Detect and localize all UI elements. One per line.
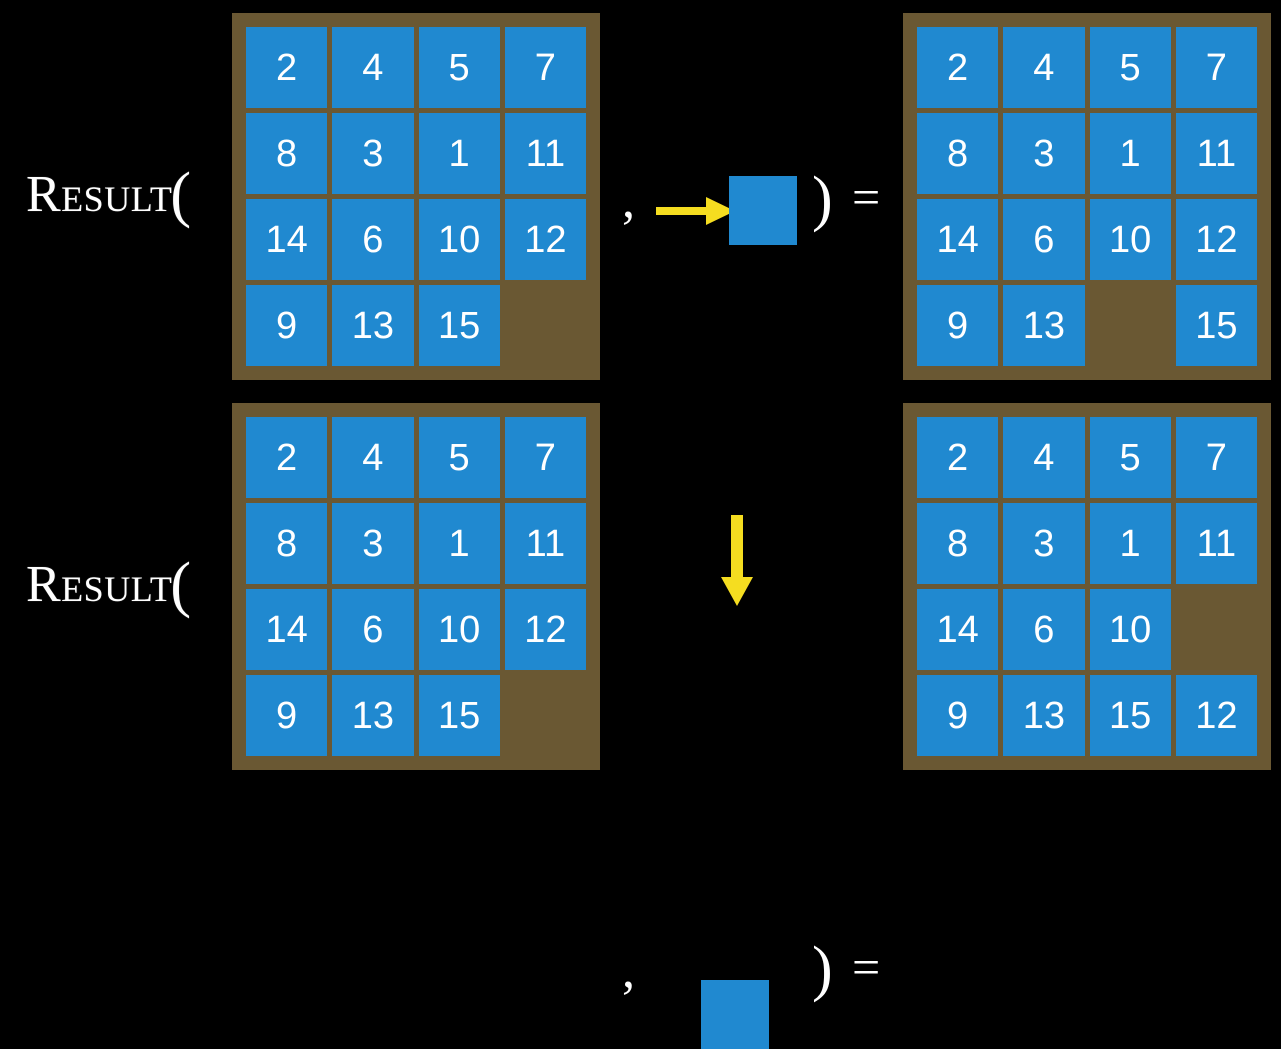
tile: 3 (1003, 113, 1085, 194)
tile: 9 (917, 285, 999, 366)
tile: 6 (1003, 199, 1085, 280)
tile: 3 (332, 113, 414, 194)
output-board-right-move: 2 4 5 7 8 3 1 11 14 6 10 12 9 13 15 (903, 13, 1271, 380)
result-function-label: Result( (26, 554, 192, 616)
equals-sign: = (852, 169, 881, 225)
operator-region-right-move: , ) = (600, 0, 903, 390)
tile: 4 (332, 417, 414, 498)
tile: 11 (1175, 503, 1257, 584)
tile: 13 (1003, 675, 1085, 756)
tile: 1 (1089, 503, 1171, 584)
tile: 13 (1003, 285, 1085, 366)
tile: 15 (418, 675, 500, 756)
tile: 11 (1175, 113, 1257, 194)
tile: 5 (418, 27, 500, 108)
argument-separator-comma: , (622, 942, 635, 999)
tile: 12 (1175, 199, 1257, 280)
tile: 5 (1089, 417, 1171, 498)
input-board-right-move: 2 4 5 7 8 3 1 11 14 6 10 12 9 13 15 (232, 13, 600, 380)
tile: 8 (246, 503, 328, 584)
tile: 6 (332, 589, 414, 670)
tile: 2 (917, 27, 999, 108)
tile: 1 (418, 503, 500, 584)
tile: 14 (917, 199, 999, 280)
argument-separator-comma: , (622, 172, 635, 229)
open-paren: ( (170, 161, 192, 229)
close-paren: ) (812, 935, 833, 1003)
arrow-down-icon (720, 515, 754, 607)
tile: 13 (332, 675, 414, 756)
tile: 2 (246, 27, 328, 108)
result-function-name: Result (26, 166, 173, 223)
output-board-down-move: 2 4 5 7 8 3 1 11 14 6 10 9 13 15 12 (903, 403, 1271, 770)
moving-tile-down (701, 980, 769, 1049)
tile: 10 (1089, 589, 1171, 670)
tile: 15 (418, 285, 500, 366)
tile: 5 (1089, 27, 1171, 108)
tile: 4 (1003, 27, 1085, 108)
tile: 3 (1003, 503, 1085, 584)
tile: 14 (246, 589, 328, 670)
empty-slot (505, 285, 586, 366)
tile: 4 (1003, 417, 1085, 498)
input-board-down-move: 2 4 5 7 8 3 1 11 14 6 10 12 9 13 15 (232, 403, 600, 770)
tile: 6 (332, 199, 414, 280)
tile: 7 (1175, 27, 1257, 108)
tile: 6 (1003, 589, 1085, 670)
tile: 15 (1175, 285, 1257, 366)
open-paren: ( (170, 551, 192, 619)
tile: 10 (1089, 199, 1171, 280)
tile: 12 (504, 589, 586, 670)
equation-down-move: Result( 2 4 5 7 8 3 1 11 14 6 10 12 9 13… (0, 390, 1281, 1049)
tile: 14 (246, 199, 328, 280)
tile: 7 (504, 27, 586, 108)
tile: 10 (418, 199, 500, 280)
tile: 9 (246, 285, 328, 366)
tile: 14 (917, 589, 999, 670)
empty-slot (1176, 589, 1257, 670)
tile: 8 (246, 113, 328, 194)
tile: 7 (504, 417, 586, 498)
tile: 11 (504, 113, 586, 194)
tile: 8 (917, 503, 999, 584)
tile: 12 (1175, 675, 1257, 756)
tile: 5 (418, 417, 500, 498)
moving-tile-right (729, 176, 797, 245)
arrow-right-icon (656, 196, 736, 226)
tile: 9 (917, 675, 999, 756)
empty-slot (1090, 285, 1171, 366)
close-paren: ) (812, 165, 833, 233)
tile: 1 (418, 113, 500, 194)
tile: 2 (246, 417, 328, 498)
empty-slot (505, 675, 586, 756)
tile: 11 (504, 503, 586, 584)
tile: 12 (504, 199, 586, 280)
tile: 7 (1175, 417, 1257, 498)
operator-region-down-move: , ) = (600, 390, 903, 1049)
result-function-name: Result (26, 556, 173, 613)
tile: 4 (332, 27, 414, 108)
tile: 15 (1089, 675, 1171, 756)
equation-right-move: Result( 2 4 5 7 8 3 1 11 14 6 10 12 9 13… (0, 0, 1281, 390)
tile: 9 (246, 675, 328, 756)
tile: 13 (332, 285, 414, 366)
tile: 2 (917, 417, 999, 498)
tile: 3 (332, 503, 414, 584)
result-function-label: Result( (26, 164, 192, 226)
tile: 8 (917, 113, 999, 194)
tile: 1 (1089, 113, 1171, 194)
equals-sign: = (852, 939, 881, 995)
tile: 10 (418, 589, 500, 670)
